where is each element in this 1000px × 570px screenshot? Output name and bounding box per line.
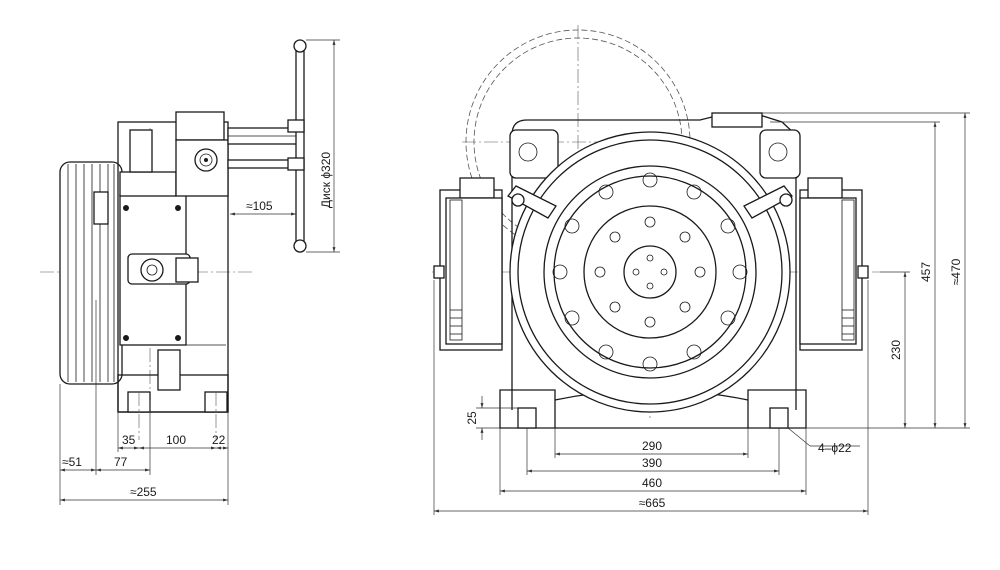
foot-dim-100: 100	[166, 433, 186, 447]
motor-face	[509, 131, 791, 413]
foot-dim-35: 35	[122, 433, 136, 447]
side-feet	[117, 349, 229, 440]
overall-width-label: ≈665	[639, 496, 666, 510]
left-brake	[433, 177, 503, 351]
height-total-label: ≈470	[949, 258, 963, 285]
brake-arms	[507, 185, 793, 219]
handwheel-offset-label: ≈105	[246, 199, 273, 213]
foot-height-label: 25	[465, 411, 479, 425]
foot-dim-22: 22	[212, 433, 226, 447]
side-view: Диск ϕ320 ≈105 35 100 22 ≈51 77 ≈255	[40, 39, 340, 505]
disc-diameter-label: Диск ϕ320	[319, 152, 333, 208]
shaft-height-label: 230	[889, 340, 903, 360]
front-feet	[499, 389, 807, 429]
handwheel-shaft	[227, 127, 299, 169]
height-top-label: 457	[919, 262, 933, 282]
width-290-label: 290	[642, 439, 662, 453]
sheave-offset-label: ≈51	[62, 455, 82, 469]
right-brake	[799, 177, 869, 351]
top-housing	[175, 111, 229, 197]
overall-length-label: ≈255	[130, 485, 157, 499]
sheave-to-center-label: 77	[114, 455, 128, 469]
bolt-holes-label: 4–ϕ22	[818, 441, 852, 455]
handwheel-disc	[287, 39, 307, 253]
traction-sheave	[59, 161, 123, 385]
front-view: ≈470 457 230 25 4–ϕ22 290 390 460 ≈665	[432, 25, 970, 515]
gearbox-body	[117, 121, 229, 413]
main-housing	[509, 112, 801, 410]
width-390-label: 390	[642, 456, 662, 470]
width-460-label: 460	[642, 476, 662, 490]
